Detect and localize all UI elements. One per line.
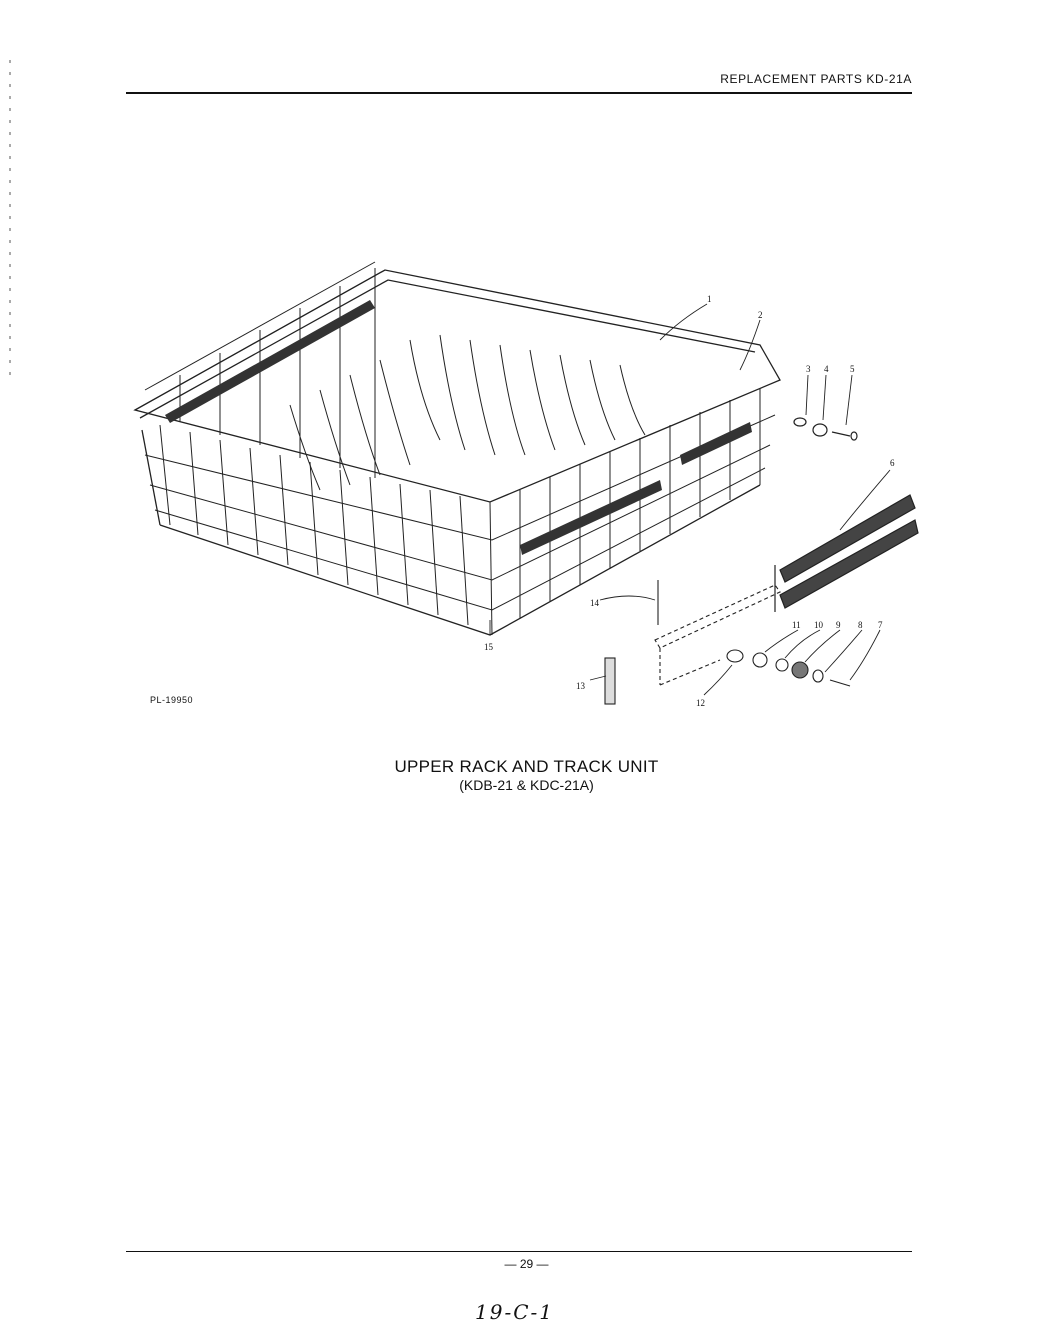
- callout-leaders: [489, 303, 891, 696]
- callout-6: 6: [890, 458, 895, 468]
- callout-7: 7: [878, 620, 883, 630]
- caption-title: UPPER RACK AND TRACK UNIT: [394, 757, 659, 776]
- callout-2: 2: [758, 310, 763, 320]
- callout-1: 1: [707, 294, 712, 304]
- upper-rack-exploded-diagram: 1 2 3 4 5 6 7 8 9 10 11 12 13 14 15: [133, 261, 919, 708]
- callout-13: 13: [576, 681, 586, 691]
- callout-3: 3: [806, 364, 811, 374]
- figure-code: PL-19950: [150, 695, 194, 705]
- track-rail: [774, 494, 919, 612]
- rack-illustration: [133, 261, 781, 636]
- page-header-title: REPLACEMENT PARTS KD-21A: [720, 72, 912, 86]
- callout-14: 14: [590, 598, 600, 608]
- handwritten-note: 19-C-1: [475, 1300, 554, 1324]
- callout-9: 9: [836, 620, 841, 630]
- roller-parts-group: [793, 417, 858, 441]
- callout-4: 4: [824, 364, 829, 374]
- page-number: — 29 —: [504, 1257, 549, 1271]
- callout-10: 10: [814, 620, 824, 630]
- bracket-assembly: [604, 580, 851, 705]
- callout-11: 11: [792, 620, 801, 630]
- callout-numbers: 1 2 3 4 5 6 7 8 9 10 11 12 13 14 15: [484, 294, 895, 708]
- caption-subtitle: (KDB-21 & KDC-21A): [459, 777, 594, 793]
- header-rule: [126, 92, 912, 94]
- margin-marks: [9, 60, 11, 380]
- callout-5: 5: [850, 364, 855, 374]
- callout-15: 15: [484, 642, 494, 652]
- callout-12: 12: [696, 698, 705, 708]
- footer-rule: [126, 1251, 912, 1252]
- callout-8: 8: [858, 620, 863, 630]
